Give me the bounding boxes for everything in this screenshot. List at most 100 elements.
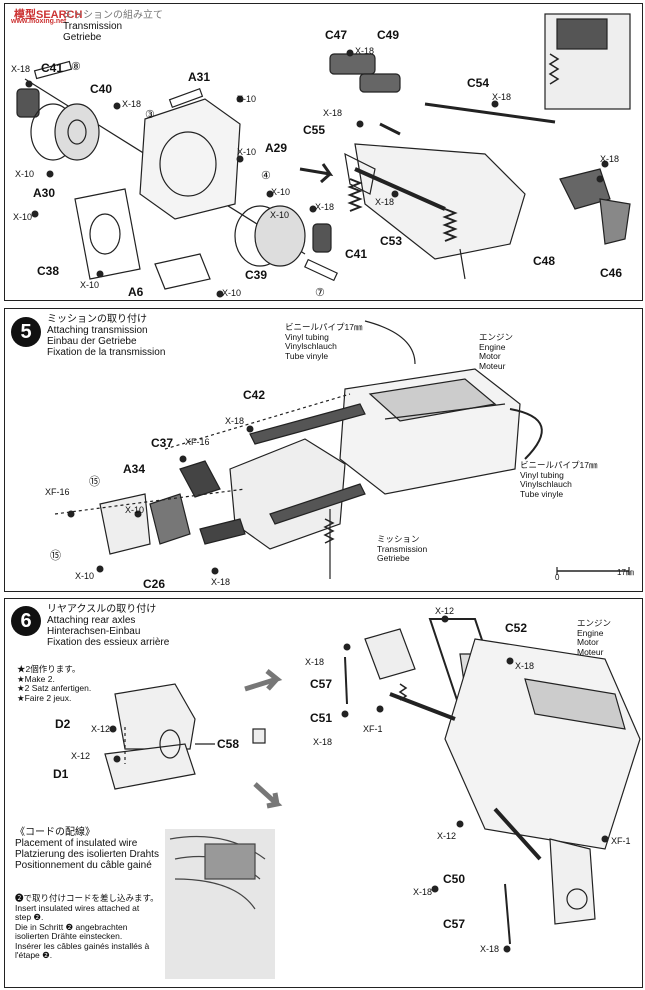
note-line: l'étape ❷. <box>15 950 53 960</box>
step-6-title: リヤアクスルの取り付け Attaching rear axles Hintera… <box>47 604 169 648</box>
screw-label: X-18 <box>355 46 375 56</box>
screw-label: X-18 <box>480 944 500 954</box>
screw-label: X-18 <box>305 657 325 667</box>
screw-label: X-18 <box>122 99 142 109</box>
screw-label: X-18 <box>225 416 245 426</box>
part-label: C55 <box>303 123 326 137</box>
label-line: Engine <box>479 341 506 352</box>
screw-label: X-12 <box>71 751 91 761</box>
screw-label: X-18 <box>11 64 31 74</box>
label-line: ビニールパイプ17㎜ <box>285 322 363 332</box>
part-label: C39 <box>245 268 268 282</box>
part-label: C49 <box>377 28 400 42</box>
circled-number: ③ <box>145 109 155 121</box>
part-label: D1 <box>53 767 69 781</box>
label-line: Vinyl tubing <box>285 331 329 342</box>
part-label: C38 <box>37 264 60 278</box>
screw-label: X-18 <box>515 661 535 671</box>
screw-label: X-18 <box>492 92 512 102</box>
screw-label: X-10 <box>125 505 145 515</box>
title-line-ja: リヤアクスルの取り付け <box>47 604 157 615</box>
screw-label: X-10 <box>237 147 257 157</box>
screw-label: X-10 <box>270 210 290 220</box>
vinyl-tubing-label: ビニールパイプ17㎜ Vinyl tubing Vinylschlauch Tu… <box>520 460 598 499</box>
label-line: Getriebe <box>377 553 410 563</box>
screw-label: X-18 <box>211 577 231 587</box>
attaching-transmission-drawing <box>54 320 630 579</box>
part-label: C58 <box>217 737 240 751</box>
label-line: ミッション <box>377 534 420 544</box>
part-label: C37 <box>151 436 174 450</box>
title-line: 《コードの配線》 <box>15 827 95 838</box>
part-label: C57 <box>443 917 466 931</box>
step-6-panel: 6 リヤアクスルの取り付け Attaching rear axles Hinte… <box>4 598 643 988</box>
scale-end: 17㎜ <box>617 568 634 577</box>
part-label: C51 <box>310 711 333 725</box>
screw-label: X-12 <box>91 724 111 734</box>
screw-label: XF-16 <box>185 437 210 447</box>
screw-label: XF-16 <box>45 487 70 497</box>
note-line: step ❷. <box>15 912 44 922</box>
screw-label: X-18 <box>323 108 343 118</box>
step-4-title: ミッションの組み立て Transmission Getriebe <box>63 10 163 43</box>
part-label: A34 <box>123 462 146 476</box>
label-line: Engine <box>577 627 604 638</box>
label-line: ビニールパイプ17㎜ <box>520 460 598 470</box>
title-line: Positionnement du câble gainé <box>15 860 152 871</box>
screw-label: X-10 <box>13 212 33 222</box>
circled-number: ⑦ <box>315 287 325 299</box>
note-line: ★2 Satz anfertigen. <box>17 683 92 693</box>
part-label: C40 <box>90 82 113 96</box>
screw-label: X-18 <box>375 197 395 207</box>
screw-label: X-18 <box>413 887 433 897</box>
scale-zero: 0 <box>555 573 560 582</box>
note-line: Die in Schritt ❷ angebrachten <box>15 921 128 932</box>
screw-label: X-10 <box>222 288 242 298</box>
label-line: Moteur <box>577 646 604 657</box>
make-two-note: ★2個作ります。 ★Make 2. ★2 Satz anfertigen. ★F… <box>17 664 92 703</box>
wire-placement-title: 《コードの配線》 Placement of insulated wire Pla… <box>15 827 159 871</box>
label-line: Vinylschlauch <box>520 479 572 489</box>
screw-label: X-10 <box>75 571 95 581</box>
note-line: isolierten Drähte einstecken. <box>15 931 123 941</box>
title-line-ja: ミッションの取り付け <box>47 314 147 325</box>
part-label: C46 <box>600 266 623 280</box>
watermark-site: www.moxing.net <box>11 18 67 25</box>
label-line: エンジン <box>577 618 612 628</box>
part-label: C26 <box>143 577 166 591</box>
part-label: C50 <box>443 872 466 886</box>
screw-label: XF-1 <box>363 724 383 734</box>
circled-number: ⑮ <box>89 476 100 488</box>
title-line-de: Getriebe <box>63 32 102 43</box>
circled-number: ④ <box>261 170 271 182</box>
screw-label: X-10 <box>271 187 291 197</box>
title-line-de: Einbau der Getriebe <box>47 336 137 347</box>
label-line: エンジン <box>479 332 514 342</box>
step-5-title: ミッションの取り付け Attaching transmission Einbau… <box>47 314 165 358</box>
label-line: Tube vinyle <box>285 350 329 361</box>
label-line: Motor <box>577 637 599 647</box>
part-label: A29 <box>265 141 288 155</box>
label-line: Moteur <box>479 360 506 371</box>
rear-axles-drawing <box>104 615 641 979</box>
part-label: C54 <box>467 76 490 90</box>
screw-label: X-18 <box>313 737 333 747</box>
part-label: C52 <box>505 621 528 635</box>
screw-label: X-18 <box>315 202 335 212</box>
title-line-en: Attaching transmission <box>47 325 148 336</box>
note-line: ★Make 2. <box>17 673 55 684</box>
part-label: C41 <box>41 61 64 75</box>
note-line: ★2個作ります。 <box>17 664 81 674</box>
watermark-logo: 模型SEARCH <box>11 6 86 22</box>
screw-label: XF-1 <box>611 836 631 846</box>
step-4-panel: 模型SEARCH www.moxing.net ミッションの組み立て Trans… <box>4 3 643 301</box>
part-label: C42 <box>243 388 266 402</box>
part-label: D2 <box>55 717 71 731</box>
part-label: C48 <box>533 254 556 268</box>
label-line: Vinyl tubing <box>520 469 564 480</box>
step-number: 6 <box>11 606 41 636</box>
note-line: ❷で取り付けコードを差し込みます。 <box>15 893 159 903</box>
engine-label: エンジン Engine Motor Moteur <box>479 332 514 371</box>
title-line: Placement of insulated wire <box>15 838 138 849</box>
note-line: Insérer les câbles gainés installés à <box>15 940 150 951</box>
